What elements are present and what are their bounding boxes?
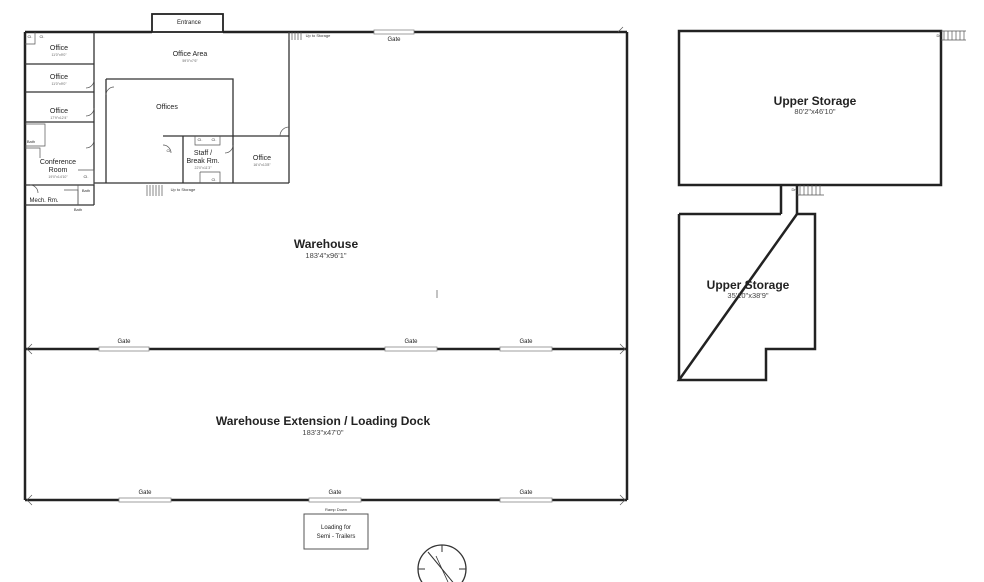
gate-bottom-left-label: Gate (138, 490, 152, 496)
loading-label-1: Loading for (321, 525, 351, 531)
up-to-storage-label: Up to Storage (171, 187, 196, 192)
upper-storage-2-label: Upper Storage (707, 278, 790, 292)
gates: Gate Gate Gate Gate Gate Gate Gate (26, 26, 626, 506)
offices-label: Offices (156, 104, 178, 111)
office-3-label: Office (50, 108, 68, 115)
stairs-office (146, 32, 302, 196)
closet-label-4: Cl. (212, 137, 217, 142)
conference-dim: 19'0"x14'10" (48, 175, 68, 179)
office-2-dim: 11'0"x9'0" (51, 82, 67, 86)
bath-label-3: Bath (74, 207, 82, 212)
gate-bottom-right-label: Gate (519, 490, 533, 496)
gate-bottom-center-label: Gate (328, 490, 342, 496)
upper-storage-1-dim: 80'2"x46'10" (794, 107, 835, 116)
ramp-down-label: Ramp Down (325, 507, 347, 512)
extension-dim: 183'3"x47'0" (302, 428, 343, 437)
dn-label-2: Dn (791, 187, 796, 192)
staff-label-1: Staff / (194, 150, 212, 157)
office-3-dim: 17'9"x12'4" (50, 116, 68, 120)
upper-storage-2-dim: 35'10"x38'9" (727, 291, 768, 300)
office-area-dim: 59'0"x7'6" (182, 59, 198, 63)
warehouse-extension: Warehouse Extension / Loading Dock 183'3… (216, 414, 431, 437)
entrance: Entrance (151, 13, 224, 33)
office-1-dim: 11'0"x9'0" (51, 53, 67, 57)
up-to-storage-label-2: Up to Storage (306, 33, 331, 38)
gate-mid-center-label: Gate (404, 339, 418, 345)
loading-area: Ramp Down Loading for Semi - Trailers (303, 507, 369, 550)
staff-label-2: Break Rm. (186, 158, 219, 165)
staff-dim: 22'0"x11'3" (195, 166, 213, 170)
closet-label-5: Cl. (167, 148, 172, 153)
office-area-label: Office Area (173, 51, 208, 58)
warehouse-label: Warehouse (294, 237, 359, 251)
entrance-label: Entrance (177, 20, 202, 26)
conference-label-2: Room (49, 167, 68, 174)
office-1-label: Office (50, 45, 68, 52)
office-block: Office Area 59'0"x7'6" Office 11'0"x9'0"… (25, 32, 331, 212)
closet-label-2: Cl. (40, 34, 45, 39)
upper-storage-1: Dn Upper Storage 80'2"x46'10" (677, 29, 966, 187)
office-right-label: Office (253, 155, 271, 162)
bath-label-2: Bath (82, 188, 90, 193)
closet-label-7: Cl. (84, 174, 89, 179)
warehouse: Warehouse 183'4"x96'1" (294, 237, 359, 260)
warehouse-dim: 183'4"x96'1" (305, 251, 346, 260)
gate-mid-left-label: Gate (117, 339, 131, 345)
dn-label-1: Dn (936, 33, 941, 38)
gate-mid-right-label: Gate (519, 339, 533, 345)
upper-storage-2: Upper Storage 35'10"x38'9" (676, 212, 817, 382)
loading-label-2: Semi - Trailers (317, 534, 356, 540)
office-right-dim: 16'4"x13'8" (253, 163, 271, 167)
closet-label-3: Cl. (198, 137, 203, 142)
office-2-label: Office (50, 74, 68, 81)
storage-connector: Dn (779, 185, 824, 214)
extension-label: Warehouse Extension / Loading Dock (216, 414, 431, 428)
mech-room-label: Mech. Rm. (29, 198, 58, 204)
closet-label-6: Cl. (212, 177, 217, 182)
conference-label-1: Conference (40, 159, 76, 166)
closet-label-1: Cl. (28, 34, 33, 39)
upper-storage-1-label: Upper Storage (774, 94, 857, 108)
compass-icon (417, 544, 467, 582)
gate-top-label: Gate (387, 37, 401, 43)
bath-label-1: Bath (27, 139, 35, 144)
